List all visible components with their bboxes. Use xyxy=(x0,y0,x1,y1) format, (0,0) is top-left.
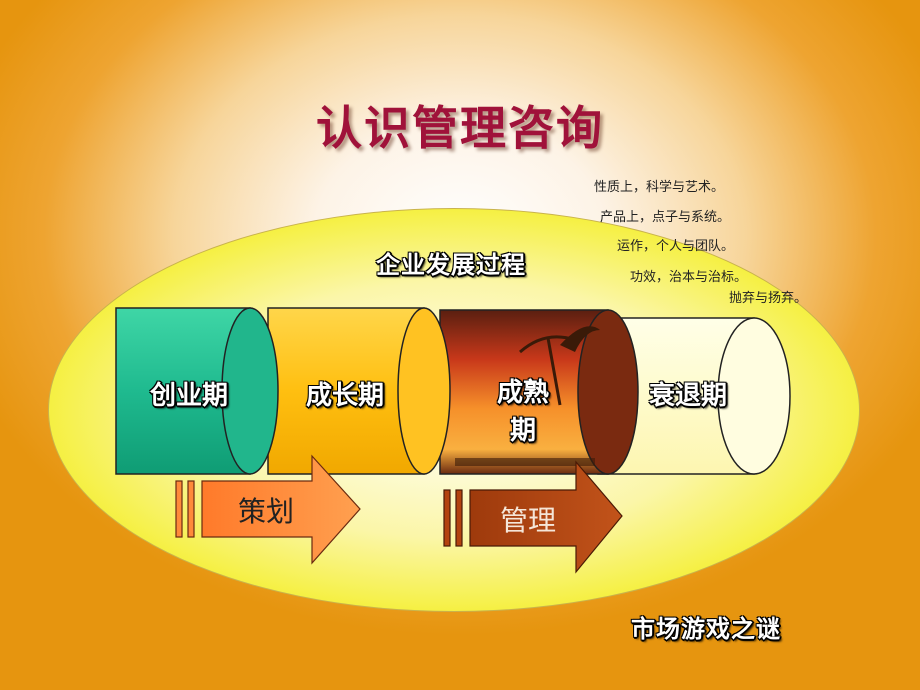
stage-decline-cylinder xyxy=(597,317,791,475)
process-heading: 企业发展过程 xyxy=(376,251,526,279)
note-line-5: 抛弃与扬弃。 xyxy=(729,291,808,306)
planning-arrow xyxy=(175,454,361,565)
note-line-4: 功效，治本与治标。 xyxy=(630,270,748,285)
stage-mature-label-2: 期 xyxy=(509,416,536,446)
stage-mature-label-1: 成熟 xyxy=(496,378,549,408)
stage-growth-label: 成长期 xyxy=(305,381,384,411)
management-arrow xyxy=(443,460,623,574)
management-arrow-label: 管理 xyxy=(500,504,557,537)
page-title: 认识管理咨询 xyxy=(316,101,604,155)
stage-decline-label: 衰退期 xyxy=(648,381,727,411)
stage-startup-cylinder xyxy=(115,307,279,475)
stage-startup-label: 创业期 xyxy=(149,381,228,411)
footer-wordart: 市场游戏之谜 xyxy=(631,615,781,643)
note-line-2: 产品上，点子与系统。 xyxy=(600,210,731,225)
note-line-3: 运作，个人与团队。 xyxy=(617,239,735,254)
planning-arrow-label: 策划 xyxy=(238,495,295,528)
stage-mature-cylinder xyxy=(439,309,639,475)
note-line-1: 性质上，科学与艺术。 xyxy=(594,180,725,195)
